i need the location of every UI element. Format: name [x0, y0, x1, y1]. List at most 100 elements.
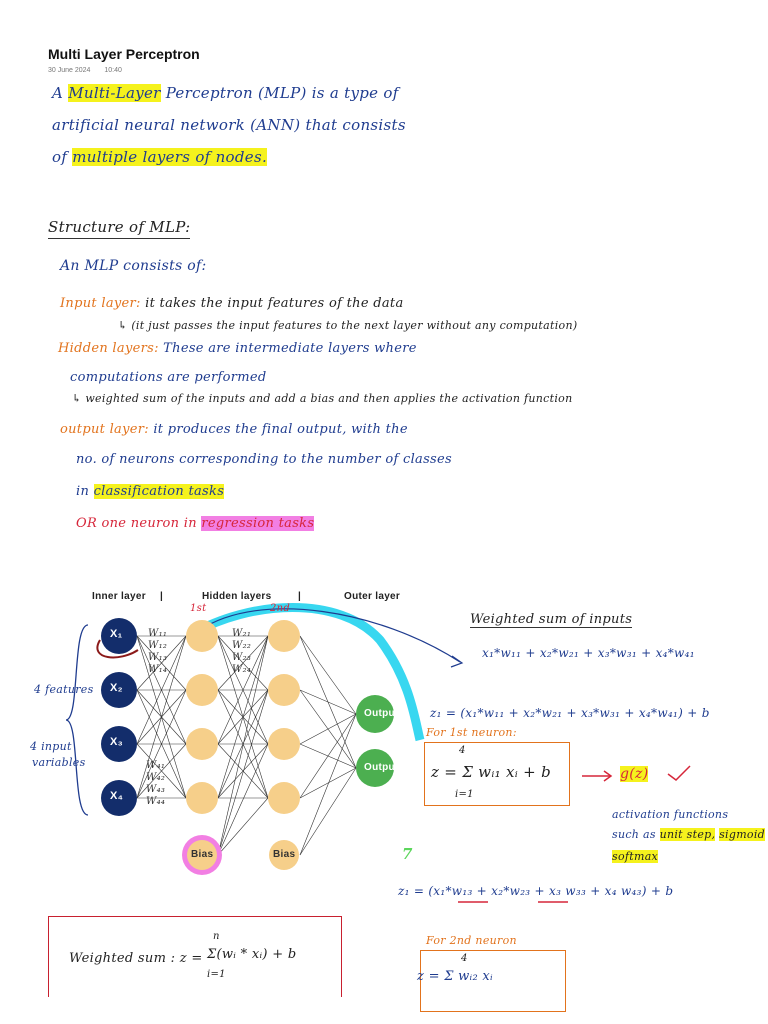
edge-h2-4-out-1	[299, 713, 357, 799]
weight-mid-2: W₂₂	[232, 640, 252, 651]
header-sep-2: |	[298, 591, 302, 602]
eq-z1: z₁ = (x₁*w₁₁ + x₂*w₂₁ + x₃*w₃₁ + x₄*w₄₁)…	[430, 706, 710, 720]
arrow-head	[450, 655, 464, 668]
weight-top-1: W₁₁	[148, 628, 168, 639]
hidden2-node-2	[268, 674, 300, 706]
eq-weighted-sum: x₁*w₁₁ + x₂*w₂₁ + x₃*w₃₁ + x₄*w₄₁	[482, 646, 695, 660]
edge-h2-2-out-1	[299, 689, 357, 715]
weight-bottom-4: W₄₄	[146, 796, 166, 807]
input-layer-line: Input layer: it takes the input features…	[60, 296, 404, 311]
edge-input-3-h1-2	[136, 689, 187, 745]
output-layer-line: output layer: it produces the final outp…	[60, 422, 408, 437]
input-node-label-4: X₄	[110, 790, 124, 802]
intro-line-3: of multiple layers of nodes.	[52, 148, 268, 166]
weight-top-3: W₁₃	[148, 652, 168, 663]
activation-line-1: activation functions	[612, 808, 729, 821]
check-mark	[667, 765, 691, 781]
features-bracket	[65, 624, 89, 816]
weight-top-4: W₁₄	[148, 664, 168, 675]
structure-consists: An MLP consists of:	[60, 258, 207, 274]
weighted-sum-box: Weighted sum : z = Σ(wᵢ * xᵢ) + b n i=1	[48, 916, 342, 997]
edge-h2-2-out-2	[299, 689, 357, 769]
highlight-classification: classification tasks	[93, 484, 225, 499]
output-layer-line-3: in classification tasks	[76, 484, 225, 499]
page-time: 10:40	[104, 67, 122, 74]
edge-h1-4-h2-3	[217, 743, 269, 799]
sum-equation: z = Σ wᵢ₁ xᵢ + b	[431, 763, 552, 781]
hidden1-node-1	[186, 620, 218, 652]
hidden2-node-1	[268, 620, 300, 652]
output-node-label-1: Output	[364, 708, 399, 719]
features-note: 4 features	[34, 683, 94, 696]
edge-h2-4-out-2	[299, 767, 357, 799]
hidden1-node-3	[186, 728, 218, 760]
edge-h1-5-h2-2	[217, 689, 269, 856]
cyan-path-highlight	[187, 603, 425, 742]
bias-label-2: Bias	[273, 849, 296, 860]
highlight-multiple-layers: multiple layers of nodes.	[72, 148, 268, 166]
hidden1-node-4	[186, 782, 218, 814]
hidden2-node-3	[268, 728, 300, 760]
weight-mid-1: W₂₁	[232, 628, 252, 639]
green-mark: 7	[402, 845, 413, 863]
weighted-sum-heading: Weighted sum of inputs	[470, 612, 633, 628]
for-1st-neuron: For 1st neuron:	[426, 726, 517, 739]
for-2nd-neuron: For 2nd neuron	[426, 934, 517, 947]
edge-h2-3-out-2	[299, 743, 357, 769]
weight-top-2: W₁₂	[148, 640, 168, 651]
second-sum-box: z = Σ wᵢ₂ xᵢ 4	[417, 950, 566, 1012]
page-title: Multi Layer Perceptron	[48, 46, 200, 62]
activation-line-2: such as unit step, sigmoid	[612, 828, 766, 841]
weighted-sum-box-upper: n	[213, 931, 220, 942]
highlight-multi-layer: Multi-Layer	[68, 84, 161, 102]
gz-arrow-head	[603, 770, 613, 782]
output-layer-line-4: OR one neuron in regression tasks	[76, 516, 315, 531]
structure-heading: Structure of MLP:	[48, 218, 191, 239]
edge-h1-3-h2-2	[217, 689, 269, 745]
input-layer-label: Input layer:	[60, 296, 141, 311]
edge-h1-4-h2-2	[217, 689, 269, 799]
page-date: 30 June 2024	[48, 67, 91, 74]
weight-bottom-2: W₄₂	[146, 772, 166, 783]
header-sep-1: |	[160, 591, 164, 602]
edge-h1-5-h2-4	[217, 797, 269, 856]
edge-input-2-h1-3	[136, 689, 187, 745]
note-2nd: 2nd	[270, 603, 291, 614]
page-timestamp: 30 June 2024 10:40	[48, 67, 122, 74]
edge-h2-5-out-1	[299, 713, 357, 856]
edge-h2-3-out-1	[299, 713, 357, 745]
header-inner-layer: Inner layer	[92, 591, 146, 602]
sum-upper: 4	[459, 745, 466, 756]
intro-line-1: A Multi-Layer Perceptron (MLP) is a type…	[52, 84, 399, 102]
edge-h1-2-h2-4	[217, 689, 269, 799]
note-1st: 1st	[190, 603, 207, 614]
edge-h2-1-out-2	[299, 635, 357, 769]
second-sum-upper: 4	[461, 953, 468, 964]
edge-h1-3-h2-4	[217, 743, 269, 799]
highlight-regression: regression tasks	[201, 516, 315, 531]
hidden-layer-line-2: computations are performed	[70, 370, 267, 385]
weight-bottom-1: W₄₁	[146, 760, 166, 771]
edge-h2-5-out-2	[299, 767, 357, 856]
edge-h1-2-h2-3	[217, 689, 269, 745]
weight-mid-4: W₂₄	[232, 664, 252, 675]
second-sum-equation: z = Σ wᵢ₂ xᵢ	[417, 969, 493, 984]
weighted-sum-box-expr: Σ(wᵢ * xᵢ) + b	[207, 947, 297, 962]
sum-lower: i=1	[455, 789, 474, 800]
intro-line-2: artificial neural network (ANN) that con…	[52, 116, 406, 134]
hidden1-node-2	[186, 674, 218, 706]
input-node-label-3: X₃	[110, 736, 124, 748]
input-vars-note-2: variables	[32, 756, 86, 769]
hidden-layer-note: ↳ weighted sum of the inputs and add a b…	[72, 392, 573, 405]
sum-box: z = Σ wᵢ₁ xᵢ + b 4 i=1	[424, 742, 570, 806]
output-layer-label: output layer:	[60, 422, 149, 437]
output-layer-line-2: no. of neurons corresponding to the numb…	[76, 452, 452, 467]
eq-z1-second: z₁ = (x₁*w₁₃ + x₂*w₂₃ + x₃ w₃₃ + x₄ w₄₃)…	[398, 884, 674, 898]
weighted-sum-box-label: Weighted sum : z =	[69, 951, 203, 966]
activation-line-3: softmax	[612, 850, 659, 863]
input-node-label-1: X₁	[110, 628, 123, 640]
weight-bottom-3: W₄₃	[146, 784, 166, 795]
weight-mid-3: W₂₃	[232, 652, 252, 663]
hidden-layer-line: Hidden layers: These are intermediate la…	[58, 341, 417, 356]
hidden2-node-4	[268, 782, 300, 814]
